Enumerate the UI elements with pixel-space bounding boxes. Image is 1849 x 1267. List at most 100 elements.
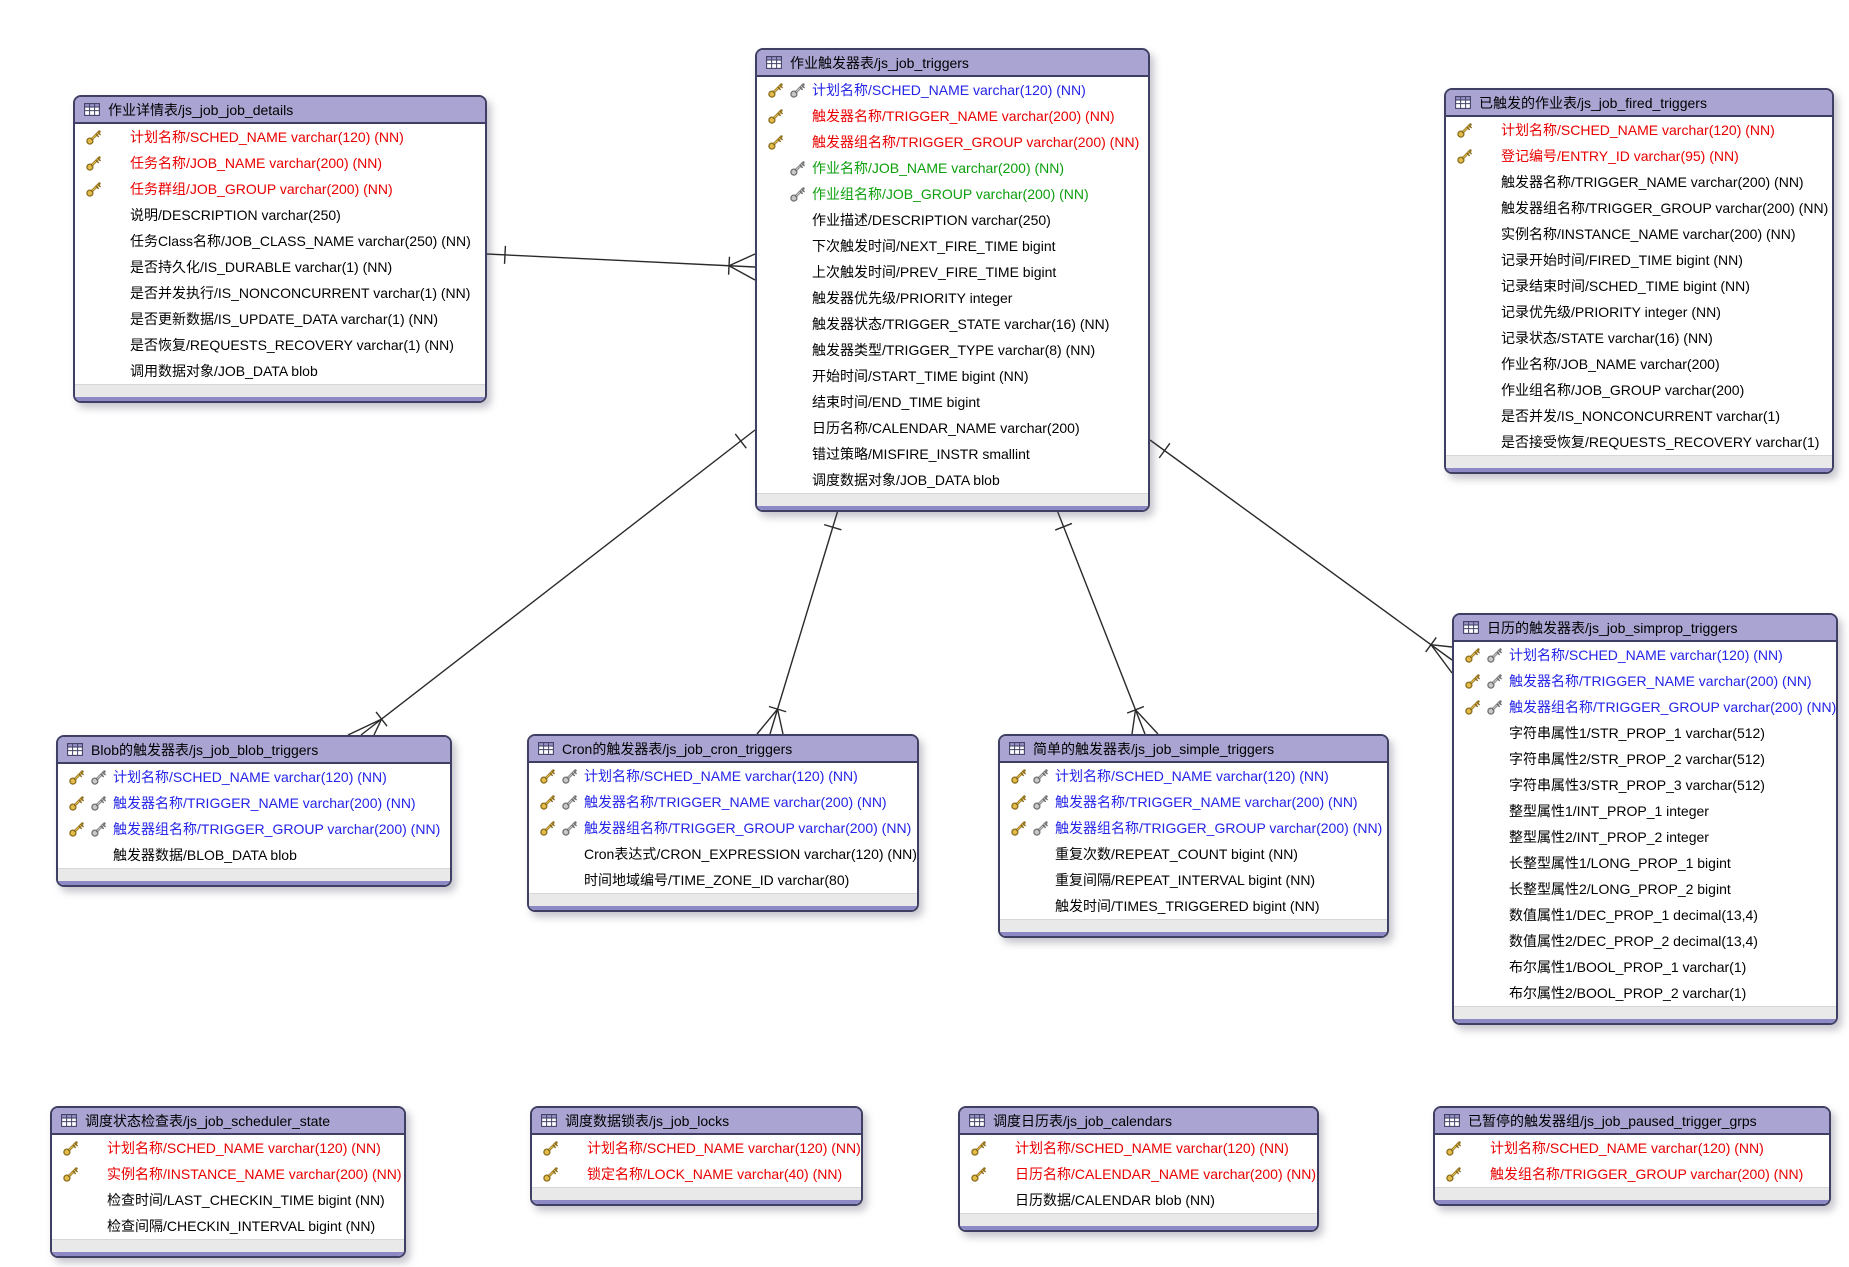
field-row[interactable]: 计划名称/SCHED_NAME varchar(120) (NN): [1446, 117, 1832, 143]
field-row[interactable]: 是否恢复/REQUESTS_RECOVERY varchar(1) (NN): [75, 332, 485, 358]
table-header[interactable]: Cron的触发器表/js_job_cron_triggers: [529, 736, 917, 763]
field-row[interactable]: 记录结束时间/SCHED_TIME bigint (NN): [1446, 273, 1832, 299]
field-row[interactable]: 计划名称/SCHED_NAME varchar(120) (NN): [1454, 642, 1836, 668]
field-row[interactable]: 计划名称/SCHED_NAME varchar(120) (NN): [52, 1135, 404, 1161]
field-row[interactable]: 是否接受恢复/REQUESTS_RECOVERY varchar(1): [1446, 429, 1832, 455]
field-row[interactable]: 触发器名称/TRIGGER_NAME varchar(200) (NN): [1446, 169, 1832, 195]
field-row[interactable]: 上次触发时间/PREV_FIRE_TIME bigint: [757, 259, 1148, 285]
field-row[interactable]: 触发器组名称/TRIGGER_GROUP varchar(200) (NN): [58, 816, 450, 842]
table-header[interactable]: 简单的触发器表/js_job_simple_triggers: [1000, 736, 1387, 763]
field-row[interactable]: 布尔属性2/BOOL_PROP_2 varchar(1): [1454, 980, 1836, 1006]
field-row[interactable]: 是否持久化/IS_DURABLE varchar(1) (NN): [75, 254, 485, 280]
field-row[interactable]: 任务Class名称/JOB_CLASS_NAME varchar(250) (N…: [75, 228, 485, 254]
field-row[interactable]: 计划名称/SCHED_NAME varchar(120) (NN): [1435, 1135, 1829, 1161]
field-row[interactable]: 登记编号/ENTRY_ID varchar(95) (NN): [1446, 143, 1832, 169]
field-row[interactable]: 日历数据/CALENDAR blob (NN): [960, 1187, 1317, 1213]
field-row[interactable]: 重复间隔/REPEAT_INTERVAL bigint (NN): [1000, 867, 1387, 893]
field-row[interactable]: 整型属性2/INT_PROP_2 integer: [1454, 824, 1836, 850]
field-row[interactable]: 触发器名称/TRIGGER_NAME varchar(200) (NN): [529, 789, 917, 815]
field-row[interactable]: 作业名称/JOB_NAME varchar(200): [1446, 351, 1832, 377]
field-row[interactable]: 触发器组名称/TRIGGER_GROUP varchar(200) (NN): [1446, 195, 1832, 221]
field-row[interactable]: 是否并发/IS_NONCONCURRENT varchar(1): [1446, 403, 1832, 429]
field-row[interactable]: 触发器名称/TRIGGER_NAME varchar(200) (NN): [58, 790, 450, 816]
table-header[interactable]: Blob的触发器表/js_job_blob_triggers: [58, 737, 450, 764]
field-row[interactable]: 数值属性2/DEC_PROP_2 decimal(13,4): [1454, 928, 1836, 954]
field-row[interactable]: 计划名称/SCHED_NAME varchar(120) (NN): [532, 1135, 861, 1161]
field-row[interactable]: 计划名称/SCHED_NAME varchar(120) (NN): [529, 763, 917, 789]
field-row[interactable]: 作业组名称/JOB_GROUP varchar(200) (NN): [757, 181, 1148, 207]
field-row[interactable]: 作业组名称/JOB_GROUP varchar(200): [1446, 377, 1832, 403]
field-row[interactable]: 字符串属性1/STR_PROP_1 varchar(512): [1454, 720, 1836, 746]
field-row[interactable]: 作业名称/JOB_NAME varchar(200) (NN): [757, 155, 1148, 181]
field-row[interactable]: 记录优先级/PRIORITY integer (NN): [1446, 299, 1832, 325]
field-row[interactable]: 下次触发时间/NEXT_FIRE_TIME bigint: [757, 233, 1148, 259]
field-row[interactable]: 锁定名称/LOCK_NAME varchar(40) (NN): [532, 1161, 861, 1187]
field-row[interactable]: 任务名称/JOB_NAME varchar(200) (NN): [75, 150, 485, 176]
field-row[interactable]: 布尔属性1/BOOL_PROP_1 varchar(1): [1454, 954, 1836, 980]
field-row[interactable]: 触发器组名称/TRIGGER_GROUP varchar(200) (NN): [1000, 815, 1387, 841]
field-row[interactable]: 触发器类型/TRIGGER_TYPE varchar(8) (NN): [757, 337, 1148, 363]
field-row[interactable]: 计划名称/SCHED_NAME varchar(120) (NN): [757, 77, 1148, 103]
field-row[interactable]: 时间地域编号/TIME_ZONE_ID varchar(80): [529, 867, 917, 893]
table-header[interactable]: 已暂停的触发器组/js_job_paused_trigger_grps: [1435, 1108, 1829, 1135]
field-row[interactable]: 实例名称/INSTANCE_NAME varchar(200) (NN): [52, 1161, 404, 1187]
field-row[interactable]: 日历名称/CALENDAR_NAME varchar(200): [757, 415, 1148, 441]
table-header[interactable]: 作业触发器表/js_job_triggers: [757, 50, 1148, 77]
table-header[interactable]: 日历的触发器表/js_job_simprop_triggers: [1454, 615, 1836, 642]
field-row[interactable]: 检查时间/LAST_CHECKIN_TIME bigint (NN): [52, 1187, 404, 1213]
table-header[interactable]: 已触发的作业表/js_job_fired_triggers: [1446, 90, 1832, 117]
field-row[interactable]: 检查间隔/CHECKIN_INTERVAL bigint (NN): [52, 1213, 404, 1239]
field-row[interactable]: 作业描述/DESCRIPTION varchar(250): [757, 207, 1148, 233]
field-row[interactable]: 触发器名称/TRIGGER_NAME varchar(200) (NN): [757, 103, 1148, 129]
table-header[interactable]: 调度状态检查表/js_job_scheduler_state: [52, 1108, 404, 1135]
field-row[interactable]: 触发器组名称/TRIGGER_GROUP varchar(200) (NN): [529, 815, 917, 841]
field-row[interactable]: 任务群组/JOB_GROUP varchar(200) (NN): [75, 176, 485, 202]
field-row[interactable]: 触发器状态/TRIGGER_STATE varchar(16) (NN): [757, 311, 1148, 337]
field-row[interactable]: 触发器名称/TRIGGER_NAME varchar(200) (NN): [1000, 789, 1387, 815]
field-row[interactable]: 字符串属性3/STR_PROP_3 varchar(512): [1454, 772, 1836, 798]
field-row[interactable]: 日历名称/CALENDAR_NAME varchar(200) (NN): [960, 1161, 1317, 1187]
field-row[interactable]: 是否并发执行/IS_NONCONCURRENT varchar(1) (NN): [75, 280, 485, 306]
field-row[interactable]: 重复次数/REPEAT_COUNT bigint (NN): [1000, 841, 1387, 867]
field-row[interactable]: 结束时间/END_TIME bigint: [757, 389, 1148, 415]
field-row[interactable]: 数值属性1/DEC_PROP_1 decimal(13,4): [1454, 902, 1836, 928]
table-header[interactable]: 调度数据锁表/js_job_locks: [532, 1108, 861, 1135]
field-row[interactable]: 错过策略/MISFIRE_INSTR smallint: [757, 441, 1148, 467]
table-header[interactable]: 调度日历表/js_job_calendars: [960, 1108, 1317, 1135]
field-row[interactable]: 实例名称/INSTANCE_NAME varchar(200) (NN): [1446, 221, 1832, 247]
field-row[interactable]: 开始时间/START_TIME bigint (NN): [757, 363, 1148, 389]
field-row[interactable]: 触发器组名称/TRIGGER_GROUP varchar(200) (NN): [757, 129, 1148, 155]
table-header[interactable]: 作业详情表/js_job_job_details: [75, 97, 485, 124]
field-row[interactable]: 调用数据对象/JOB_DATA blob: [75, 358, 485, 384]
field-row[interactable]: 计划名称/SCHED_NAME varchar(120) (NN): [58, 764, 450, 790]
field-row[interactable]: 调度数据对象/JOB_DATA blob: [757, 467, 1148, 493]
field-row[interactable]: 计划名称/SCHED_NAME varchar(120) (NN): [1000, 763, 1387, 789]
field-row[interactable]: 长整型属性2/LONG_PROP_2 bigint: [1454, 876, 1836, 902]
field-row[interactable]: 说明/DESCRIPTION varchar(250): [75, 202, 485, 228]
field-row[interactable]: 触发时间/TIMES_TRIGGERED bigint (NN): [1000, 893, 1387, 919]
field-row[interactable]: 计划名称/SCHED_NAME varchar(120) (NN): [960, 1135, 1317, 1161]
field-row[interactable]: 触发器优先级/PRIORITY integer: [757, 285, 1148, 311]
field-row[interactable]: 触发组名称/TRIGGER_GROUP varchar(200) (NN): [1435, 1161, 1829, 1187]
field-row[interactable]: 触发器数据/BLOB_DATA blob: [58, 842, 450, 868]
field-row[interactable]: 是否更新数据/IS_UPDATE_DATA varchar(1) (NN): [75, 306, 485, 332]
field-row[interactable]: 记录开始时间/FIRED_TIME bigint (NN): [1446, 247, 1832, 273]
field-row[interactable]: 长整型属性1/LONG_PROP_1 bigint: [1454, 850, 1836, 876]
field-row[interactable]: 字符串属性2/STR_PROP_2 varchar(512): [1454, 746, 1836, 772]
field-row[interactable]: Cron表达式/CRON_EXPRESSION varchar(120) (NN…: [529, 841, 917, 867]
field-row[interactable]: 计划名称/SCHED_NAME varchar(120) (NN): [75, 124, 485, 150]
field-row[interactable]: 整型属性1/INT_PROP_1 integer: [1454, 798, 1836, 824]
field-row[interactable]: 触发器名称/TRIGGER_NAME varchar(200) (NN): [1454, 668, 1836, 694]
field-row[interactable]: 记录状态/STATE varchar(16) (NN): [1446, 325, 1832, 351]
